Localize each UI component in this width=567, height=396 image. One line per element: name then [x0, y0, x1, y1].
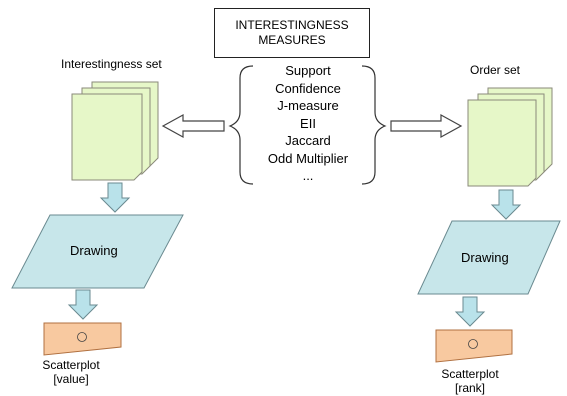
- left-output-label: Scatterplot [value]: [42, 358, 99, 386]
- right-output-label-line2: [rank]: [454, 381, 485, 395]
- left-document-stack: [71, 81, 159, 181]
- measures-list: Support Confidence J-measure EII Jaccard…: [238, 62, 378, 185]
- right-output-icon: [468, 339, 478, 349]
- left-document-front: [71, 93, 143, 181]
- right-set-label: Order set: [470, 63, 521, 77]
- measure-item: Odd Multiplier: [267, 150, 349, 166]
- right-output-label-line1: Scatterplot: [441, 367, 499, 381]
- left-brace: [228, 65, 254, 185]
- measure-item: Support: [285, 63, 331, 78]
- left-down-arrow-1: [99, 182, 131, 213]
- measure-item: ...: [302, 168, 314, 183]
- right-document-stack: [467, 87, 553, 187]
- right-down-arrow-1: [490, 189, 522, 220]
- measure-item: J-measure: [277, 98, 339, 113]
- left-output-label-line1: Scatterplot: [42, 358, 100, 372]
- left-output-label-line2: [value]: [53, 372, 89, 386]
- right-document-front: [467, 99, 537, 187]
- measures-title-line1: INTERESTINGNESS: [235, 18, 349, 32]
- right-drawing-shape: [417, 220, 561, 295]
- left-output-shape: [43, 322, 122, 356]
- right-down-arrow-2: [454, 296, 486, 327]
- right-output-shape: [435, 329, 513, 363]
- measures-title-box: INTERESTINGNESS MEASURES: [214, 8, 370, 58]
- left-down-arrow-2: [67, 289, 99, 320]
- arrow-to-left-set: [161, 113, 225, 139]
- left-drawing-shape: [11, 214, 184, 289]
- right-brace: [361, 65, 387, 185]
- measures-title-line2: MEASURES: [258, 33, 326, 47]
- right-output-label: Scatterplot [rank]: [441, 367, 498, 395]
- measure-item: Jaccard: [285, 133, 331, 148]
- measure-item: Confidence: [275, 80, 341, 96]
- left-drawing-label: Drawing: [70, 243, 118, 258]
- left-output-icon: [77, 332, 87, 342]
- left-set-label: Interestingness set: [61, 57, 162, 71]
- right-drawing-label: Drawing: [461, 250, 509, 265]
- measure-item: EII: [300, 115, 316, 131]
- arrow-to-right-set: [390, 113, 463, 139]
